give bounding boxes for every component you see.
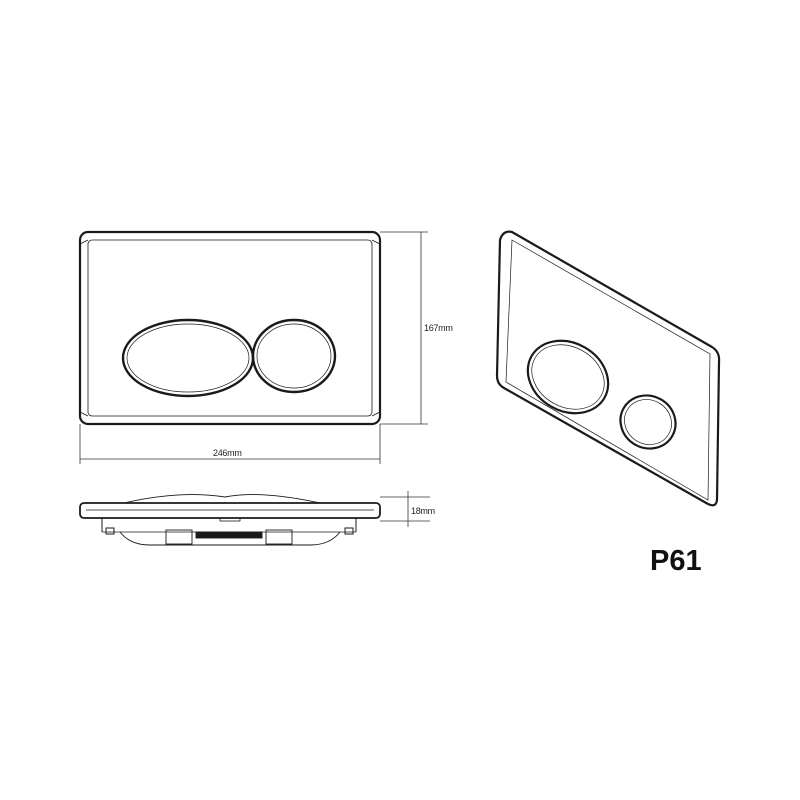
model-number: P61 [650, 545, 702, 577]
depth-dimension-label: 18mm [411, 506, 435, 516]
height-dimension-label: 167mm [424, 323, 453, 333]
perspective-view [495, 230, 721, 507]
dimension-lines [79, 231, 430, 527]
width-dimension-label: 246mm [213, 448, 242, 458]
side-view [79, 494, 381, 546]
large-flush-button [121, 318, 255, 398]
front-view [78, 230, 382, 426]
small-flush-button [251, 318, 337, 394]
